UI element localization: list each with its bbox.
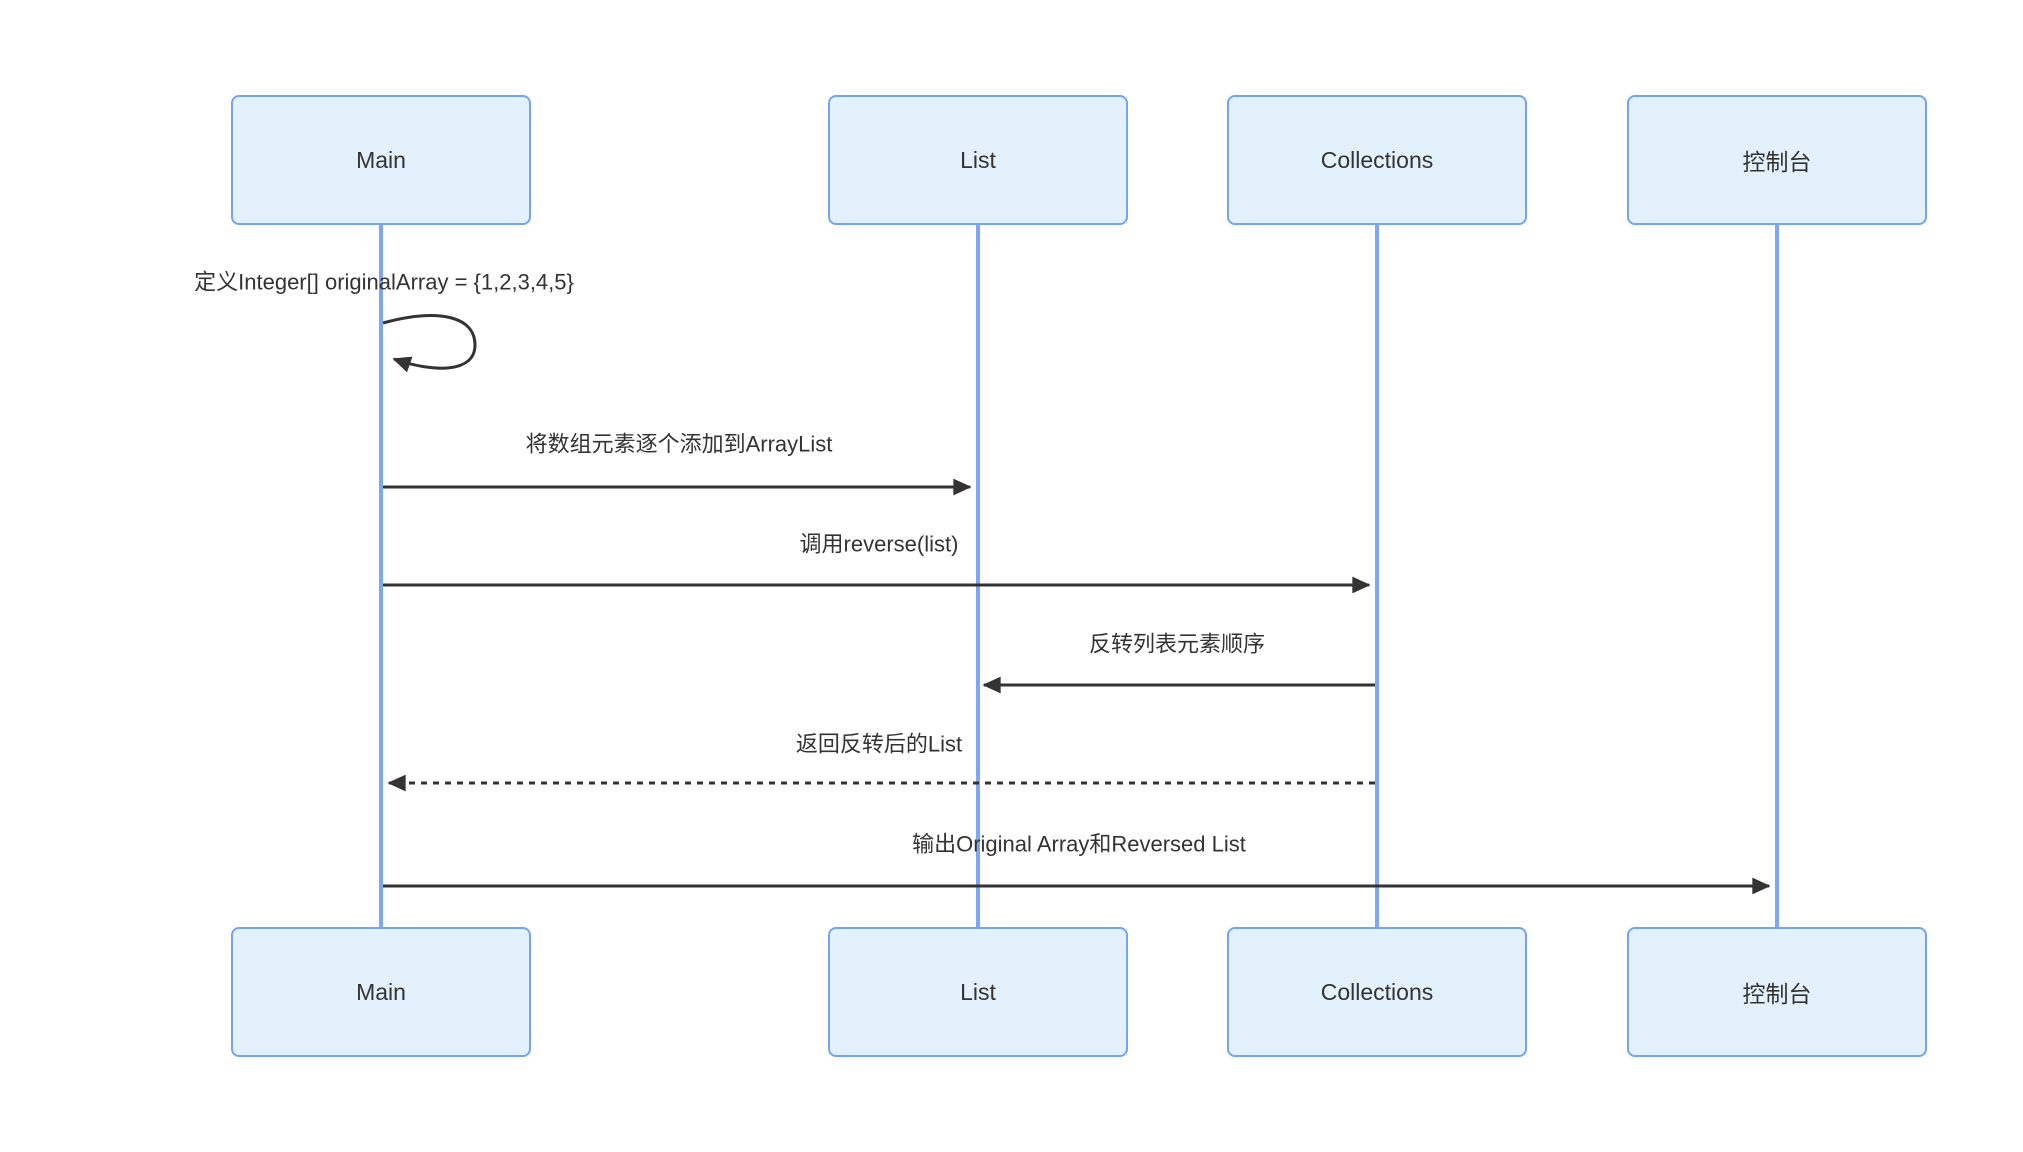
message-label-call-reverse: 调用reverse(list) (799, 531, 959, 557)
message-label-add-to-arraylist: 将数组元素逐个添加到ArrayList (525, 431, 833, 457)
actor-label: Collections (1320, 146, 1434, 173)
lifeline-collections (1375, 225, 1379, 927)
message-label-define-array: 定义Integer[] originalArray = {1,2,3,4,5} (194, 269, 574, 295)
actor-bottom-box-collections: Collections (1227, 927, 1527, 1057)
message-label-output-result: 输出Original Array和Reversed List (912, 831, 1246, 857)
actor-top-box-collections: Collections (1227, 95, 1527, 225)
actor-bottom-box-list: List (828, 927, 1128, 1057)
actor-label: List (960, 978, 996, 1005)
arrow-self-define-array (382, 314, 477, 373)
actor-label: 控制台 (1742, 981, 1812, 1007)
actor-top-box-main: Main (231, 95, 531, 225)
lifeline-main (379, 225, 383, 927)
lifeline-console (1775, 225, 1779, 927)
actor-bottom-box-console: 控制台 (1627, 927, 1927, 1057)
actor-label: Main (356, 146, 406, 173)
actor-top-box-list: List (828, 95, 1128, 225)
actor-label: Collections (1320, 978, 1434, 1005)
actor-top-box-console: 控制台 (1627, 95, 1927, 225)
message-label-reverse-order: 反转列表元素顺序 (1088, 631, 1266, 657)
message-label-return-list: 返回反转后的List (795, 731, 963, 757)
lifeline-list (976, 225, 980, 927)
actor-label: 控制台 (1742, 149, 1812, 175)
actor-bottom-box-main: Main (231, 927, 531, 1057)
actor-label: Main (356, 978, 406, 1005)
actor-label: List (960, 146, 996, 173)
